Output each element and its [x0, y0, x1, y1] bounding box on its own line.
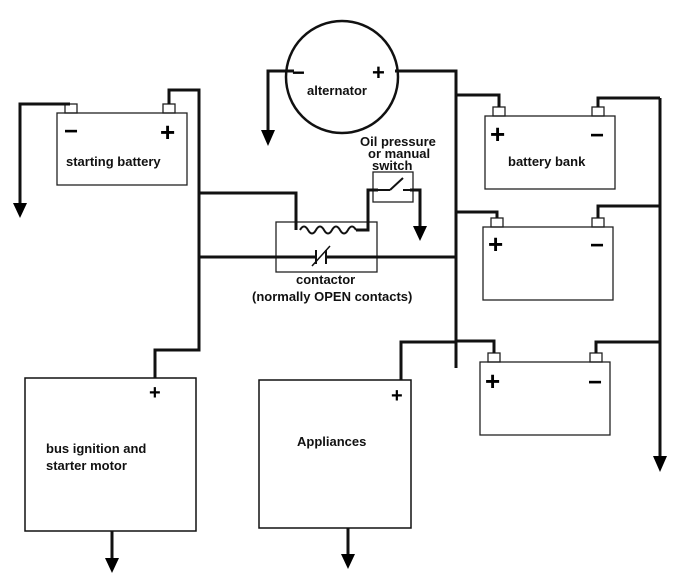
coil-feed-wire — [199, 191, 298, 230]
alternator: − + alternator — [284, 19, 400, 135]
oil-pressure-switch: Oil pressure or manual switch — [360, 134, 436, 203]
starting-battery-ground-arrow — [13, 203, 27, 218]
bank-battery-1: + − battery bank — [484, 106, 616, 190]
bank-battery-3-positive-wire — [456, 339, 496, 353]
switch-ground-wire — [410, 188, 422, 228]
battery-bank: + − battery bank + − + − — [479, 106, 616, 436]
starting-battery-minus: − — [64, 118, 78, 145]
contactor-note: (normally OPEN contacts) — [252, 289, 412, 304]
bank-battery-2: + − — [482, 217, 614, 301]
alternator-ground-arrow — [261, 130, 275, 146]
bank-battery-1-minus: − — [590, 122, 604, 149]
bank-battery-2-negative-wire — [596, 204, 660, 218]
alternator-minus: − — [292, 60, 305, 85]
bank-battery-3-negative-wire — [594, 340, 660, 353]
contactor: contactor (normally OPEN contacts) — [252, 221, 412, 304]
alternator-positive-wire — [395, 69, 458, 368]
starting-battery: − + starting battery — [56, 103, 188, 186]
appliances: + Appliances — [258, 379, 412, 529]
bank-battery-2-positive-wire — [456, 210, 499, 218]
alternator-label: alternator — [307, 83, 367, 98]
bank-battery-2-plus: + — [488, 229, 503, 259]
starting-battery-positive-wire — [153, 88, 201, 378]
appliances-label: Appliances — [297, 434, 366, 449]
bank-battery-1-negative-wire — [596, 96, 660, 107]
switch-label-line1: Oil pressure — [360, 134, 436, 149]
bank-battery-1-positive-wire — [456, 93, 501, 107]
bus-ground-arrow — [105, 558, 119, 573]
bank-battery-3: + − — [479, 352, 611, 436]
appliances-ground-arrow — [341, 554, 355, 569]
bus-label-line2: starter motor — [46, 458, 127, 473]
starting-battery-plus: + — [160, 117, 175, 147]
bus-ignition-starter: + bus ignition and starter motor — [24, 377, 197, 532]
appliances-positive-wire — [399, 340, 456, 380]
bank-battery-3-plus: + — [485, 366, 500, 396]
battery-bank-label: battery bank — [508, 154, 586, 169]
appliances-plus: + — [391, 385, 403, 407]
starting-battery-label: starting battery — [66, 154, 161, 169]
switch-label-line3: switch — [372, 158, 413, 173]
switch-ground-arrow — [413, 226, 427, 241]
contactor-label: contactor — [296, 272, 355, 287]
bus-label-line1: bus ignition and — [46, 441, 146, 456]
bus-plus: + — [149, 382, 161, 404]
bank-battery-3-minus: − — [588, 369, 602, 396]
switch-label-line2: or manual — [368, 146, 430, 161]
alternator-plus: + — [372, 60, 385, 85]
bank-battery-1-plus: + — [490, 119, 505, 149]
alternator-ground-wire — [266, 69, 294, 132]
bank-battery-2-minus: − — [590, 232, 604, 259]
bank-ground-arrow — [653, 456, 667, 472]
coil-switch-wire — [356, 188, 378, 232]
starting-battery-ground-wire — [18, 102, 70, 205]
